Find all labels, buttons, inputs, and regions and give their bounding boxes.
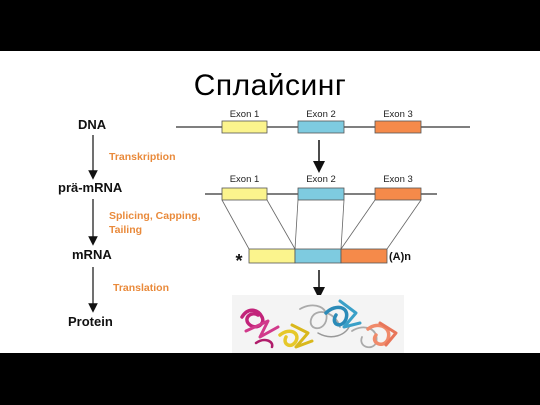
step-label-tailing: Tailing (109, 224, 142, 236)
mrna-exon-3 (340, 248, 388, 264)
dna-exon-1 (221, 120, 268, 134)
pre-mrna-exon-2 (297, 187, 345, 201)
connector-exon-3-left (340, 199, 376, 250)
mature-mrna: * (A)n (235, 248, 411, 271)
dna-gene: Exon 1 Exon 2 Exon 3 (176, 109, 470, 134)
dna-exon-2-label: Exon 2 (306, 109, 336, 120)
connector-exon-1-right (266, 199, 296, 250)
slide: Сплайсинг DNA prä-mRNA mRNA Protein Tran… (0, 51, 540, 353)
stage-label-dna: DNA (78, 117, 107, 132)
step-label-translation: Translation (113, 282, 169, 294)
connector-exon-3-right (386, 199, 422, 250)
dna-exon-1-label: Exon 1 (230, 109, 260, 120)
dna-exon-3 (374, 120, 422, 134)
dna-exon-3-label: Exon 3 (383, 109, 413, 120)
splicing-diagram: DNA prä-mRNA mRNA Protein Transkription … (58, 109, 470, 353)
cap-symbol: * (235, 251, 242, 271)
dna-exon-2 (297, 120, 345, 134)
mrna-exon-2 (294, 248, 342, 264)
pre-mrna-exon-3 (374, 187, 422, 201)
connector-exon-2-left (294, 199, 299, 250)
stage-label-protein: Protein (68, 314, 113, 329)
pre-mrna-transcript: Exon 1 Exon 2 Exon 3 (205, 174, 437, 201)
step-label-splicing: Splicing, Capping, (109, 210, 201, 222)
pre-mrna-exon-3-label: Exon 3 (383, 174, 413, 185)
mrna-exon-1 (248, 248, 296, 264)
pre-mrna-exon-1-label: Exon 1 (230, 174, 260, 185)
stage-label-pre-mrna: prä-mRNA (58, 180, 123, 195)
slide-title: Сплайсинг (193, 69, 347, 102)
splicing-connectors (221, 199, 422, 250)
pre-mrna-exon-1 (221, 187, 268, 201)
connector-exon-1-left (221, 199, 250, 250)
connector-exon-2-right (340, 199, 345, 250)
protein-structure-image (232, 295, 404, 353)
pre-mrna-exon-2-label: Exon 2 (306, 174, 336, 185)
step-label-transcription: Transkription (109, 151, 176, 163)
poly-a-tail: (A)n (389, 251, 411, 263)
stage-label-mrna: mRNA (72, 247, 112, 262)
